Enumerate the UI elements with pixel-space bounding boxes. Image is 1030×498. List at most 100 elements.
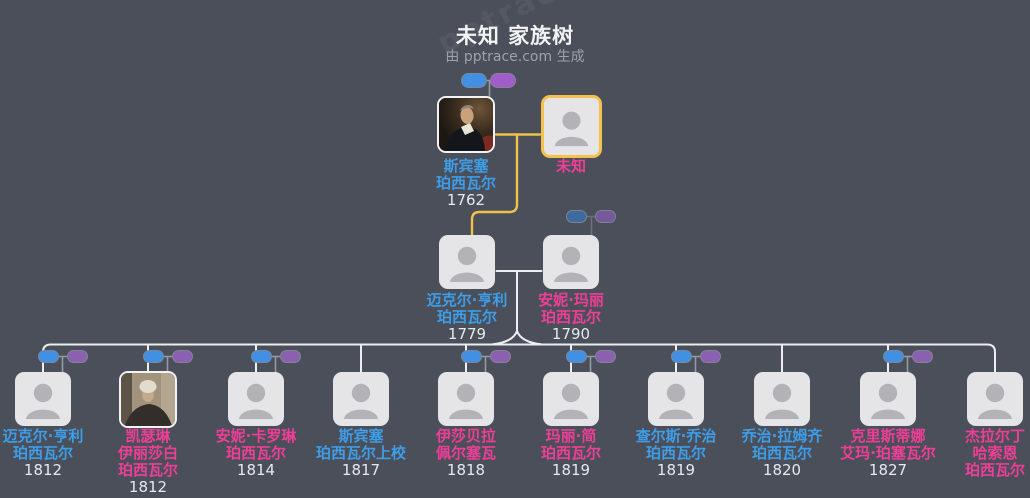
person-box[interactable] [438, 372, 494, 426]
person-year: 1779 [447, 325, 487, 343]
couple-chip-purple-icon[interactable] [700, 350, 721, 363]
person-name-line: 哈索恩 [972, 444, 1018, 462]
person-year: 1817 [341, 461, 381, 479]
avatar-icon [344, 383, 378, 419]
person-name-line: 珀西瓦尔 [225, 444, 286, 462]
person-name-line: 查尔斯·乔治 [635, 427, 717, 445]
avatar-icon [449, 383, 483, 419]
person-box[interactable] [754, 372, 810, 426]
person-name-line: 凯瑟琳 [125, 427, 171, 445]
person-box[interactable] [543, 235, 599, 289]
person-name-line: 珀西瓦尔 [12, 444, 73, 462]
person-name-line: 安妮·玛丽 [538, 291, 604, 309]
child-chip-connector [270, 355, 281, 373]
portrait-photo [121, 373, 175, 426]
person-box[interactable] [967, 372, 1023, 426]
avatar-icon [450, 246, 484, 282]
child-chip-connector [902, 355, 913, 373]
person-box[interactable] [543, 372, 599, 426]
couple-chip-blue-icon[interactable] [38, 350, 59, 363]
person-name-line: 迈克尔·亨利 [426, 291, 508, 309]
person-name-line: 杰拉尔丁 [964, 427, 1025, 445]
person-box[interactable] [15, 372, 71, 426]
avatar-icon [554, 111, 588, 147]
person-name-line: 未知 [555, 157, 586, 175]
avatar-icon [554, 383, 588, 419]
couple-chip-purple-icon[interactable] [595, 210, 616, 223]
child-link-line-gen1 [470, 133, 519, 237]
person-box[interactable] [333, 372, 389, 426]
couple-chip-blue-icon[interactable] [566, 350, 587, 363]
sibling-rail [42, 343, 996, 373]
person-name-line: 安妮·卡罗琳 [215, 427, 297, 445]
person-label: 杰拉尔丁哈索恩珀西瓦尔 [940, 428, 1030, 479]
person-year: 1812 [128, 478, 168, 496]
person-box[interactable] [540, 95, 602, 158]
couple-chip-blue-icon[interactable] [143, 350, 164, 363]
couple-chip-purple-icon[interactable] [67, 350, 88, 363]
avatar-icon [239, 383, 273, 419]
person-label: 未知 [516, 158, 626, 175]
person-box[interactable] [439, 235, 495, 289]
person-name-line: 克里斯蒂娜 [850, 427, 926, 445]
child-chip-connector [585, 355, 596, 373]
avatar-icon [978, 383, 1012, 419]
person-photo-box[interactable] [437, 96, 495, 153]
person-year: 1827 [868, 461, 908, 479]
tree-title: 未知 家族树 [455, 24, 575, 48]
avatar-icon [659, 383, 693, 419]
person-name-line: 珀西瓦尔 [540, 444, 601, 462]
couple-chip-blue-icon[interactable] [461, 350, 482, 363]
person-year: 1820 [762, 461, 802, 479]
avatar-icon [765, 383, 799, 419]
person-name-line: 迈克尔·亨利 [2, 427, 84, 445]
couple-chip-purple-icon[interactable] [595, 350, 616, 363]
couple-chip-blue-icon[interactable] [566, 210, 587, 223]
person-name-line: 珀西瓦尔 [645, 444, 706, 462]
person-name-line: 玛丽·简 [545, 427, 597, 445]
person-year: 1812 [23, 461, 63, 479]
couple-chip-purple-icon[interactable] [280, 350, 301, 363]
child-chip-connector [480, 355, 491, 373]
person-name-line: 乔治·拉姆齐 [741, 427, 823, 445]
couple-chip-blue-icon[interactable] [461, 73, 487, 88]
person-name-line: 珀西瓦尔 [117, 461, 178, 479]
couple-chip-purple-icon[interactable] [172, 350, 193, 363]
avatar-icon [554, 246, 588, 282]
person-box[interactable] [648, 372, 704, 426]
portrait-painting [439, 98, 493, 151]
person-name-line: 珀西瓦尔 [435, 174, 496, 192]
person-year: 1814 [236, 461, 276, 479]
person-year: 1819 [551, 461, 591, 479]
couple-chip-blue-icon[interactable] [883, 350, 904, 363]
couple-chip-purple-icon[interactable] [490, 350, 511, 363]
person-name-line: 珀西瓦尔上校 [315, 444, 406, 462]
person-name-line: 佩尔塞瓦 [435, 444, 496, 462]
couple-chip-purple-icon[interactable] [490, 73, 516, 88]
person-name-line: 珀西瓦尔 [964, 461, 1025, 479]
couple-chip-blue-icon[interactable] [671, 350, 692, 363]
person-box[interactable] [860, 372, 916, 426]
person-year: 1790 [551, 325, 591, 343]
person-name-line: 珀西瓦尔 [540, 308, 601, 326]
couple-chip-blue-icon[interactable] [251, 350, 272, 363]
avatar-icon [26, 383, 60, 419]
person-photo-box[interactable] [119, 371, 177, 428]
child-chip-connector [57, 355, 68, 373]
couple-chip-purple-icon[interactable] [912, 350, 933, 363]
tree-subtitle: 由 pptrace.com 生成 [445, 49, 585, 65]
person-name-line: 伊莎贝拉 [435, 427, 496, 445]
person-box[interactable] [228, 372, 284, 426]
